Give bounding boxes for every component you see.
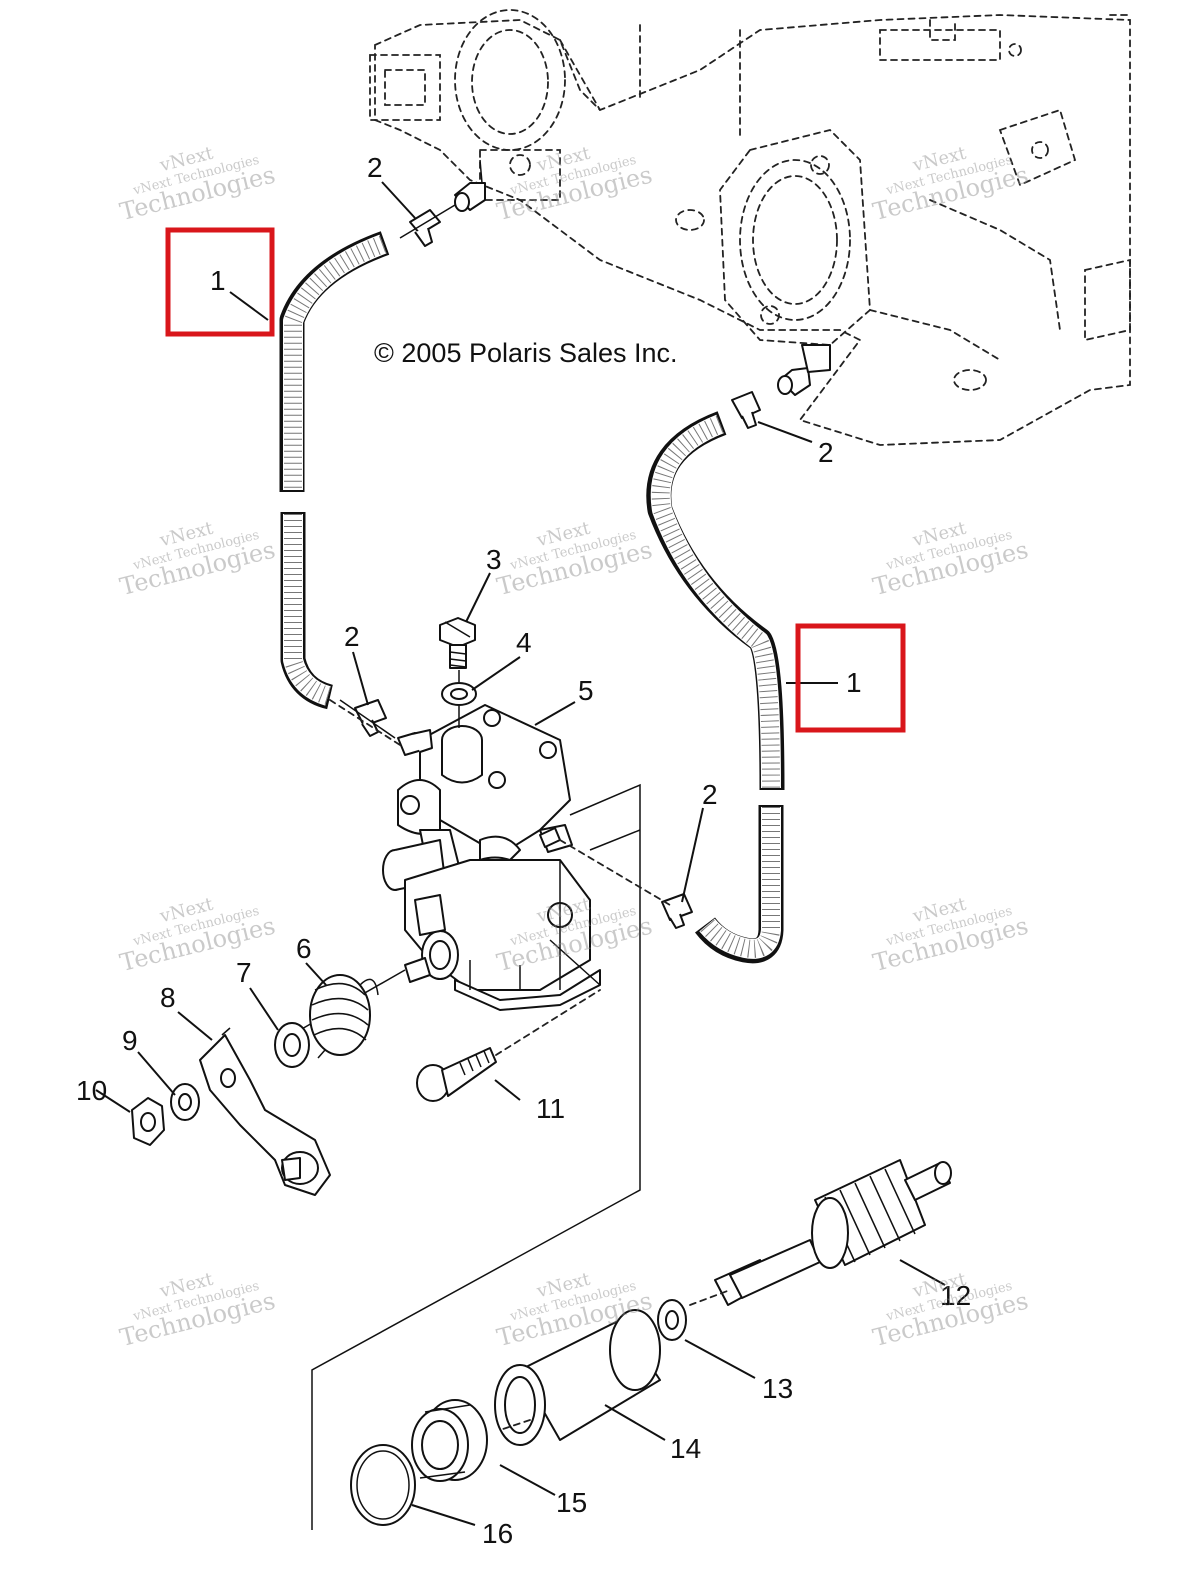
callout-hose-right: 1 <box>846 667 862 698</box>
callout-pump: 5 <box>578 675 594 706</box>
callout-bolt: 11 <box>536 1093 565 1124</box>
watermark: vNext vNext Technologies Technologies <box>494 143 655 227</box>
watermark: vNext vNext Technologies Technologies <box>870 894 1031 978</box>
callout-clamp-mid-left: 2 <box>344 621 360 652</box>
assembly-boundary <box>311 783 641 1530</box>
callout-seal: 15 <box>556 1487 587 1518</box>
engine-fitting-right <box>777 344 831 396</box>
hex-nut <box>131 1097 165 1146</box>
clamp-top-right <box>731 391 761 429</box>
screw <box>439 617 476 669</box>
lock-washer <box>170 1083 200 1121</box>
callout-hose-left: 1 <box>210 265 226 296</box>
leader-lines <box>95 181 946 1526</box>
callout-nut: 10 <box>76 1075 107 1106</box>
watermark: vNext vNext Technologies Technologies <box>494 518 655 602</box>
clamp-mid-left <box>339 699 396 739</box>
oil-pump <box>382 704 601 1011</box>
callout-bushing: 14 <box>670 1433 701 1464</box>
washer-small <box>274 1022 310 1068</box>
callout-spring: 6 <box>296 933 312 964</box>
callout-washer-small: 7 <box>236 957 252 988</box>
watermark: vNext vNext Technologies Technologies <box>117 518 278 602</box>
hose-left-upper <box>279 231 390 492</box>
snap-ring <box>350 1444 416 1526</box>
copyright-notice: © 2005 Polaris Sales Inc. <box>374 338 678 368</box>
watermark: vNext vNext Technologies Technologies <box>870 518 1031 602</box>
return-spring <box>309 974 379 1059</box>
hose-right-upper <box>646 411 785 791</box>
watermark: vNext vNext Technologies Technologies <box>117 143 278 227</box>
watermark: vNext vNext Technologies Technologies <box>117 894 278 978</box>
callout-lever: 8 <box>160 982 176 1013</box>
washer <box>441 682 477 706</box>
watermark: vNext vNext Technologies Technologies <box>117 1269 278 1353</box>
throttle-lever <box>199 1027 331 1196</box>
drive-gear <box>714 1159 952 1306</box>
hose-left-lower <box>280 512 334 710</box>
watermark: vNext vNext Technologies Technologies <box>870 1269 1031 1353</box>
oil-seal <box>411 1399 488 1482</box>
pump-nipple-left <box>397 729 433 756</box>
callout-clamp-top-left: 2 <box>367 152 383 183</box>
thrust-washer <box>657 1299 687 1341</box>
clamp-mid-right <box>661 893 693 929</box>
assembly-lines <box>329 699 731 1431</box>
bolt <box>416 989 601 1102</box>
callout-drive-gear: 12 <box>940 1280 971 1311</box>
clamp-top-left <box>399 204 456 247</box>
highlight-box-left <box>165 227 275 337</box>
highlight-box-right <box>795 623 906 733</box>
callout-washer: 4 <box>516 627 532 658</box>
bushing <box>494 1309 661 1446</box>
watermark-grid: vNext vNext Technologies Technologies vN… <box>117 143 1031 1353</box>
engine-fitting-left <box>454 159 486 212</box>
callout-clamp-mid-right: 2 <box>702 779 718 810</box>
callout-screw: 3 <box>486 544 502 575</box>
callout-thrust-washer: 13 <box>762 1373 793 1404</box>
callout-labels: 1 1 2 2 2 2 3 4 5 6 7 8 9 10 11 12 13 14… <box>76 152 971 1549</box>
callout-clamp-top-right: 2 <box>818 437 834 468</box>
hose-right-lower <box>695 805 784 964</box>
callout-snap-ring: 16 <box>482 1518 513 1549</box>
engine-crankcase <box>369 9 1131 446</box>
callout-lock-washer: 9 <box>122 1025 138 1056</box>
